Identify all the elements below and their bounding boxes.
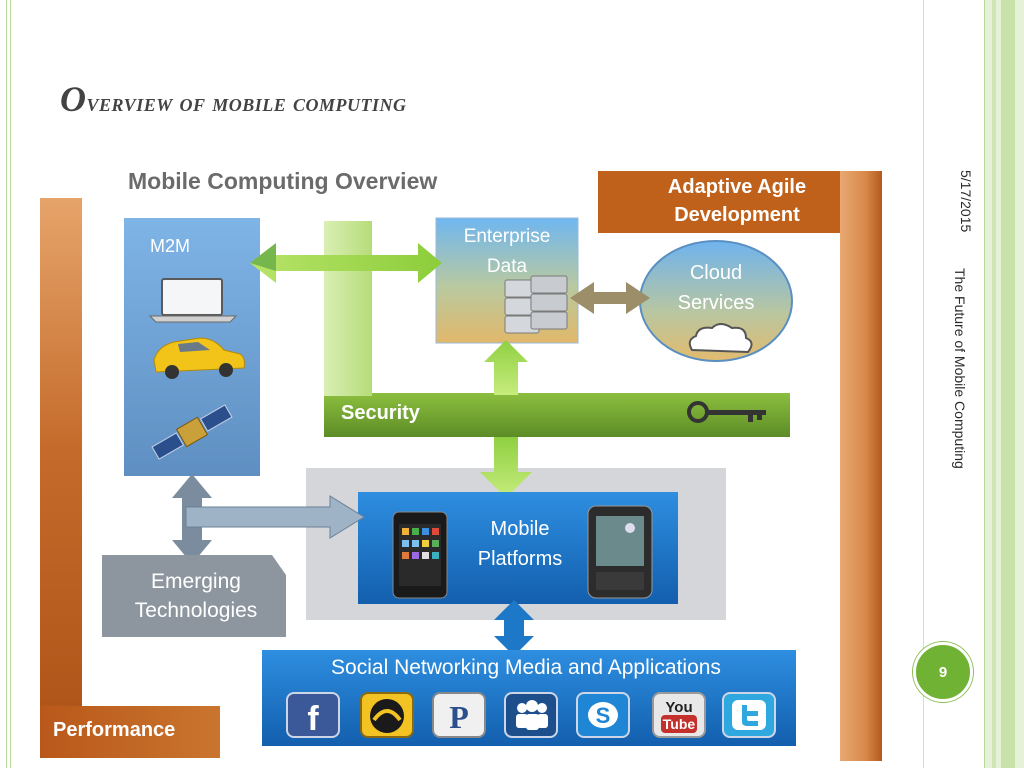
- slide-title: Overview of mobile computing: [60, 79, 407, 119]
- skype-icon: S: [576, 692, 630, 738]
- arrow-mobile-social: [494, 600, 534, 656]
- mobile-platforms-box: [358, 492, 678, 604]
- pandora-glyph: P: [449, 699, 469, 735]
- svg-text:You: You: [665, 699, 692, 716]
- security-bar: [324, 221, 790, 437]
- m2m-box: [124, 218, 260, 476]
- performance-label: Performance: [53, 719, 176, 741]
- arrow-security-enterprise: [484, 340, 528, 395]
- arrow-m2m-enterprise: [250, 243, 442, 283]
- page-number-badge: 9: [913, 642, 973, 702]
- twitter-icon: [722, 692, 776, 738]
- facebook-icon: f: [286, 692, 340, 738]
- enterprise-data-box: [435, 217, 579, 344]
- security-label: Security: [341, 402, 420, 424]
- slide-right-band: [984, 0, 1024, 768]
- diagram-header: Mobile Computing Overview: [128, 168, 438, 194]
- skype-glyph: S: [596, 703, 611, 728]
- emerging-technologies-box: [102, 555, 286, 637]
- slide-date: 5/17/2015: [958, 170, 974, 233]
- adaptive-agile-band: [598, 171, 882, 761]
- arrow-enterprise-cloud: [570, 282, 650, 314]
- presentation-name: The Future of Mobile Computing: [952, 268, 968, 469]
- svg-text:Tube: Tube: [663, 716, 696, 732]
- pandora-icon: P: [432, 692, 486, 738]
- server-icon: [504, 275, 568, 334]
- facebook-glyph: f: [307, 700, 319, 738]
- arrow-security-mobile: [480, 437, 532, 498]
- myspace-icon: [504, 692, 558, 738]
- social-networking-label: Social Networking Media and Applications: [331, 656, 721, 679]
- grooveshark-icon: [360, 692, 414, 738]
- m2m-label: M2M: [150, 236, 190, 256]
- key-icon: [687, 401, 766, 423]
- slide-left-border: [6, 0, 11, 768]
- slide-right-rule: [923, 0, 924, 768]
- arrow-emerging-mobile: [185, 495, 365, 539]
- performance-band: [40, 198, 220, 758]
